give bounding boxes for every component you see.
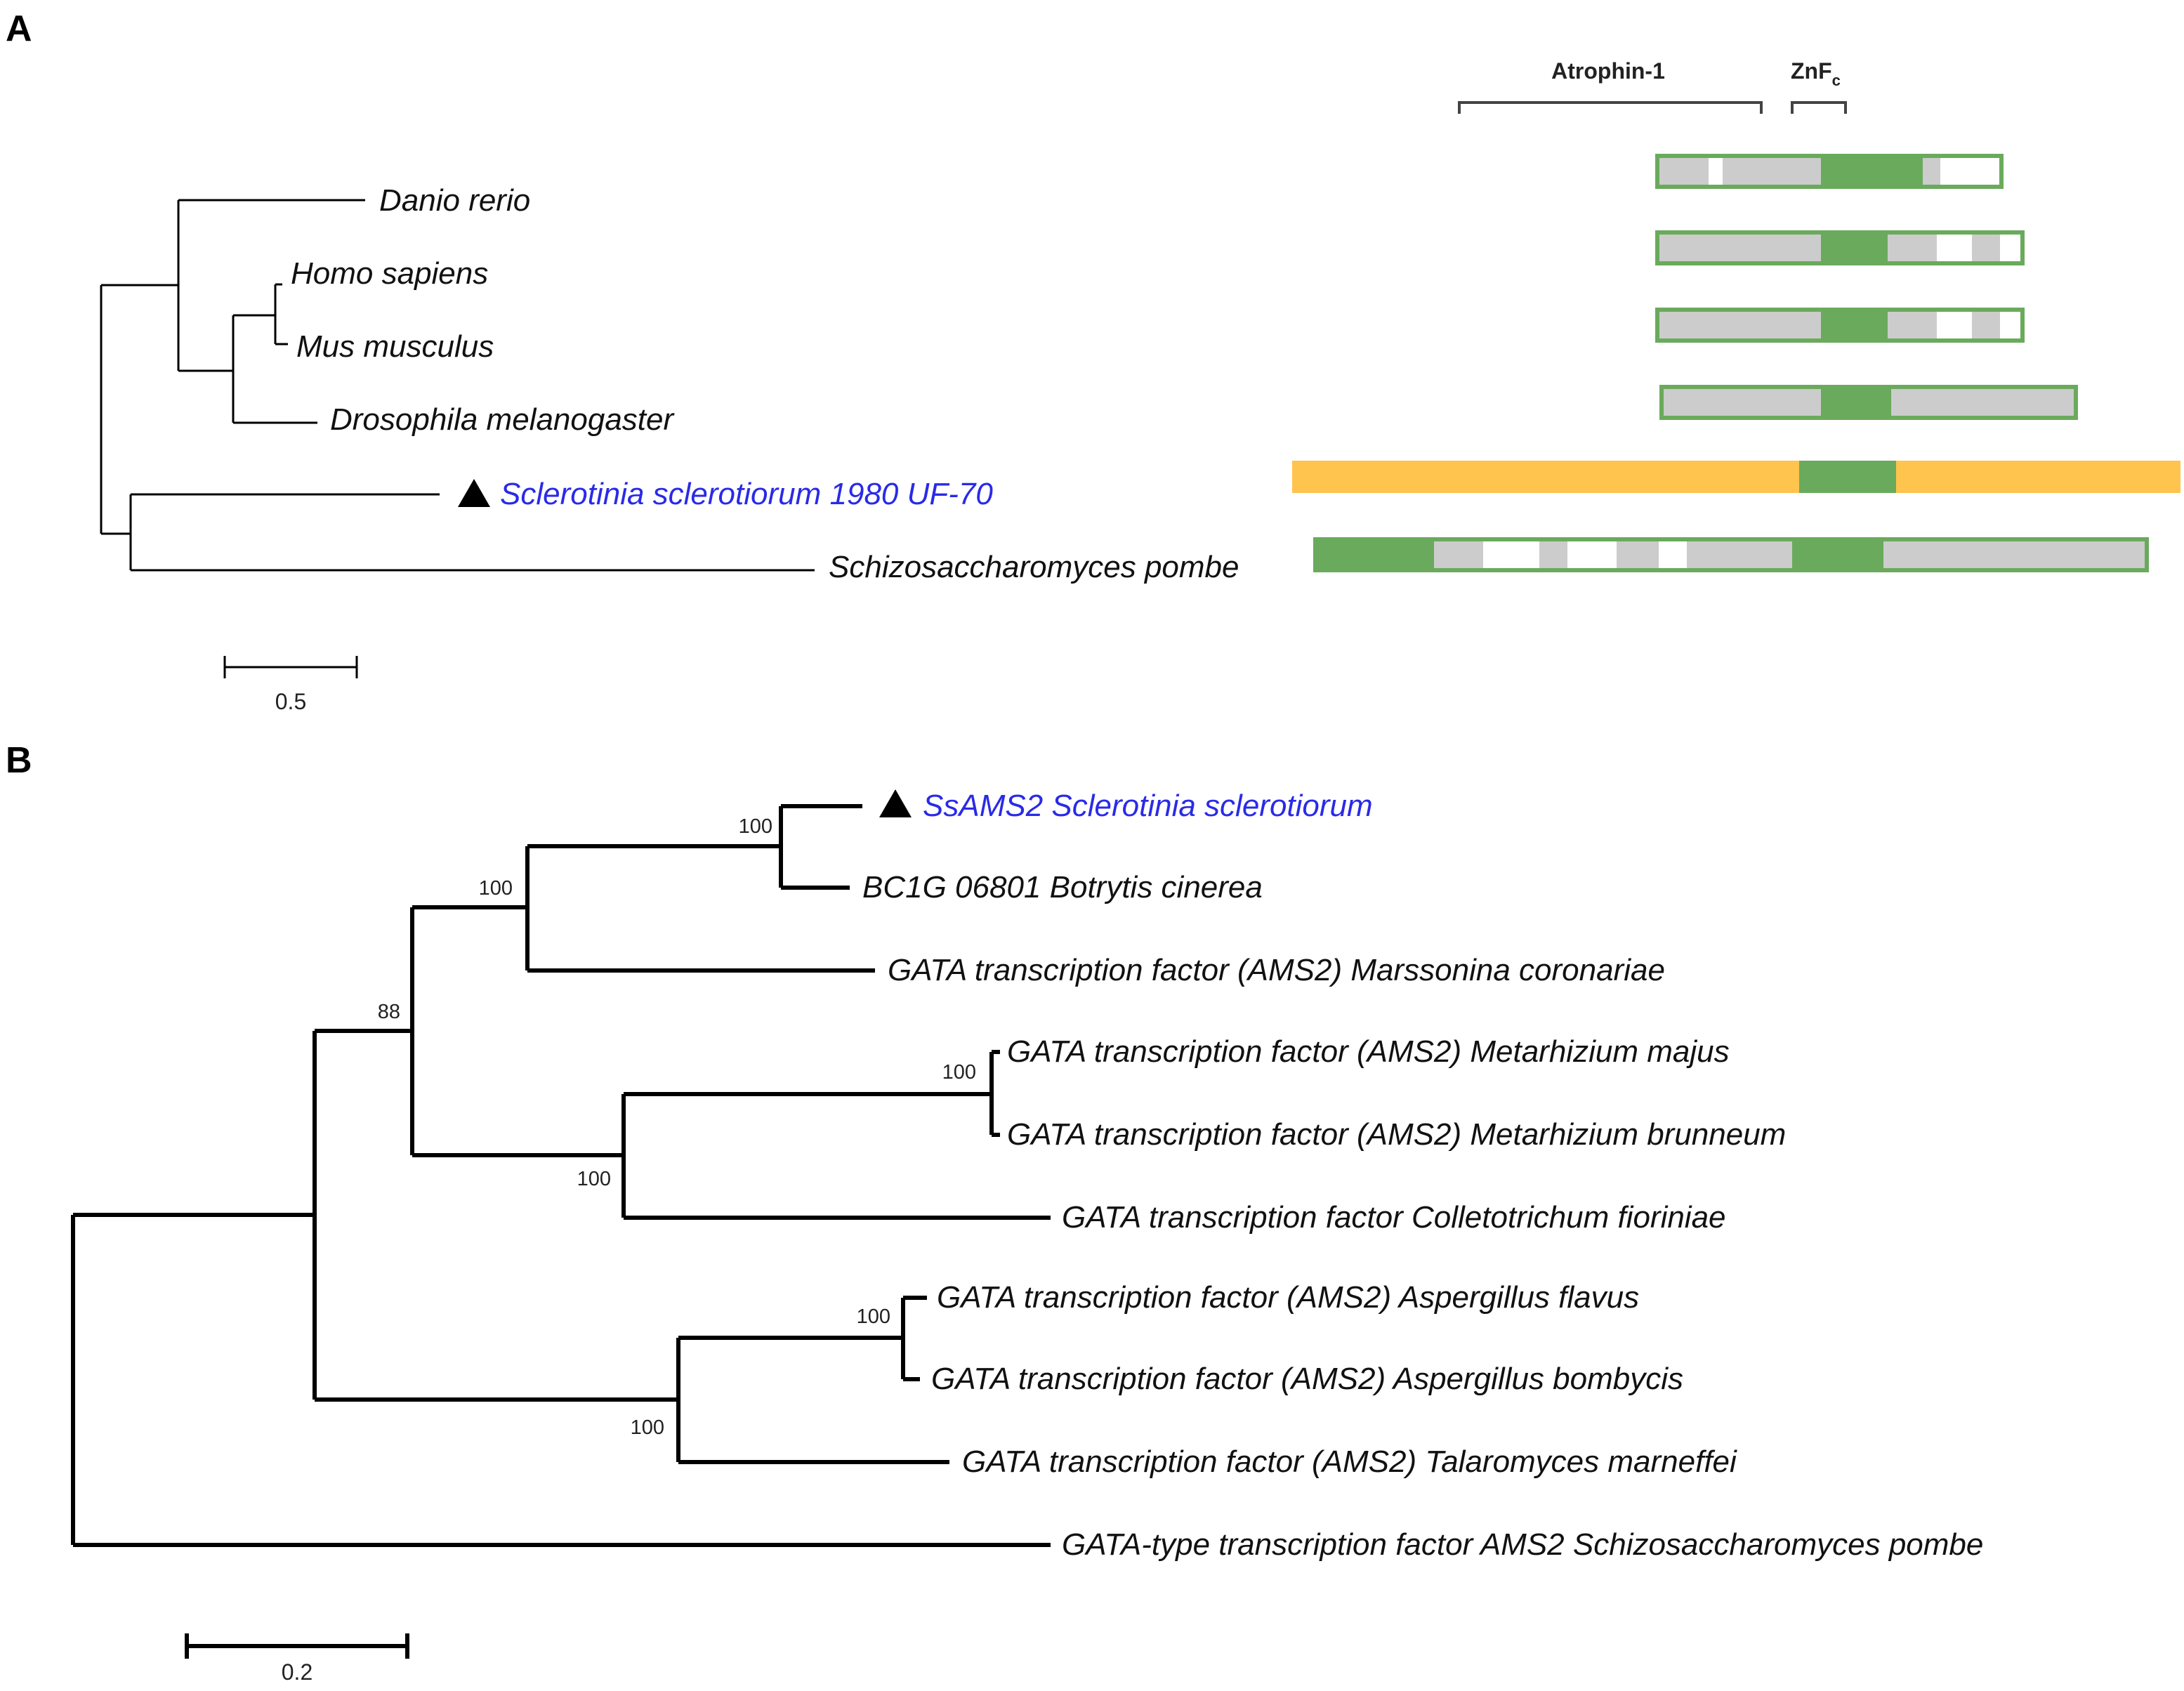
- scale-bar-a-label: 0.5: [275, 689, 306, 714]
- taxon-a-drosophila-melanogaster: Drosophila melanogaster: [330, 402, 676, 437]
- region-pombe-5: [1883, 541, 2145, 568]
- scale-bar-b-label: 0.2: [282, 1659, 313, 1685]
- bracket-atrophin: [1458, 101, 1763, 114]
- znf-domain-mus: [1821, 312, 1888, 338]
- region-homo-1: [1659, 235, 1821, 261]
- znf-domain-sclerotinia: [1799, 461, 1896, 493]
- region-homo-3: [1972, 235, 2000, 261]
- bootstrap-sordario: 100: [577, 1168, 611, 1190]
- taxon-b-marssonina-coronariae: GATA transcription factor (AMS2) Marsson…: [888, 953, 1665, 987]
- bootstrap-node-88: 88: [378, 1001, 400, 1023]
- bootstrap-eurotio: 100: [631, 1416, 664, 1439]
- region-pombe-3: [1617, 541, 1659, 568]
- bracket-znf: [1791, 101, 1847, 114]
- panel-letter-a: A: [6, 8, 32, 49]
- tree-a-taxa: Danio rerio Homo sapiens Mus musculus Dr…: [291, 183, 1239, 584]
- marker-triangle-a: [458, 479, 490, 507]
- taxon-b-colletotrichum-fioriniae: GATA transcription factor Colletotrichum…: [1062, 1200, 1726, 1235]
- region-pombe-4: [1687, 541, 1792, 568]
- taxon-a-homo-sapiens: Homo sapiens: [291, 256, 488, 291]
- taxon-b-aspergillus-bombycis: GATA transcription factor (AMS2) Aspergi…: [931, 1362, 1683, 1396]
- tree-b: [71, 804, 1051, 1547]
- tree-a: [100, 199, 815, 572]
- taxon-a-mus-musculus: Mus musculus: [296, 329, 494, 364]
- taxon-a-schizosaccharomyces-pombe: Schizosaccharomyces pombe: [829, 550, 1239, 584]
- taxon-a-danio-rerio: Danio rerio: [379, 183, 530, 218]
- tree-b-taxa: SsAMS2 Sclerotinia sclerotiorum BC1G 068…: [862, 789, 1983, 1562]
- panel-letter-b: B: [6, 740, 32, 781]
- domain-row-drosophila: [1659, 385, 2078, 420]
- region-mus-2: [1888, 312, 1937, 338]
- znf-domain-homo: [1821, 235, 1888, 261]
- scale-bar-b: 0.2: [185, 1633, 409, 1685]
- taxon-b-ssams2-sclerotinia: SsAMS2 Sclerotinia sclerotiorum: [923, 789, 1373, 823]
- region-pombe-2: [1539, 541, 1567, 568]
- bootstrap-leotio: 100: [479, 877, 513, 900]
- region-mus-1: [1659, 312, 1821, 338]
- taxon-b-schizosaccharomyces-pombe: GATA-type transcription factor AMS2 Schi…: [1062, 1527, 1983, 1562]
- region-danio-1: [1659, 158, 1709, 185]
- domain-row-sclerotinia: [1292, 461, 2180, 493]
- znf-domain-danio: [1821, 158, 1923, 185]
- region-pombe-1: [1434, 541, 1483, 568]
- domain-pombe-n-terminal: [1317, 541, 1434, 568]
- marker-triangle-b: [879, 789, 912, 817]
- domain-architectures: [1292, 154, 2180, 572]
- domain-row-homo: [1655, 230, 2025, 265]
- scale-bar-a: 0.5: [223, 656, 358, 714]
- taxon-b-aspergillus-flavus: GATA transcription factor (AMS2) Aspergi…: [937, 1280, 1639, 1315]
- tree-b-bootstrap: 100 100 88 100 100 100 100: [378, 815, 976, 1439]
- domain-row-danio: [1655, 154, 2004, 189]
- protein-bar-sclerotinia: [1292, 461, 2180, 493]
- domain-label-atrophin: Atrophin-1: [1551, 58, 1665, 84]
- domain-label-znf-subscript: c: [1832, 72, 1841, 89]
- znf-domain-drosophila: [1821, 389, 1891, 416]
- taxon-b-metarhizium-majus: GATA transcription factor (AMS2) Metarhi…: [1007, 1034, 1730, 1069]
- taxon-b-botrytis-cinerea: BC1G 06801 Botrytis cinerea: [862, 870, 1263, 904]
- bootstrap-sclero-botrytis: 100: [739, 815, 772, 838]
- znf-domain-pombe: [1792, 541, 1883, 568]
- domain-label-znf: ZnFc: [1791, 58, 1841, 89]
- region-mus-3: [1972, 312, 2000, 338]
- taxon-b-metarhizium-brunneum: GATA transcription factor (AMS2) Metarhi…: [1007, 1117, 1786, 1152]
- region-danio-2: [1723, 158, 1821, 185]
- domain-legend: Atrophin-1 ZnFc: [1458, 58, 1847, 114]
- domain-row-pombe: [1313, 537, 2149, 572]
- domain-row-mus: [1655, 308, 2025, 343]
- region-danio-3: [1923, 158, 1940, 185]
- region-homo-2: [1888, 235, 1937, 261]
- taxon-b-talaromyces-marneffei: GATA transcription factor (AMS2) Talarom…: [962, 1445, 1737, 1479]
- bootstrap-aspergillus: 100: [857, 1305, 890, 1328]
- taxon-a-sclerotinia-sclerotiorum: Sclerotinia sclerotiorum 1980 UF-70: [500, 477, 993, 511]
- bootstrap-metarhizium: 100: [942, 1061, 976, 1084]
